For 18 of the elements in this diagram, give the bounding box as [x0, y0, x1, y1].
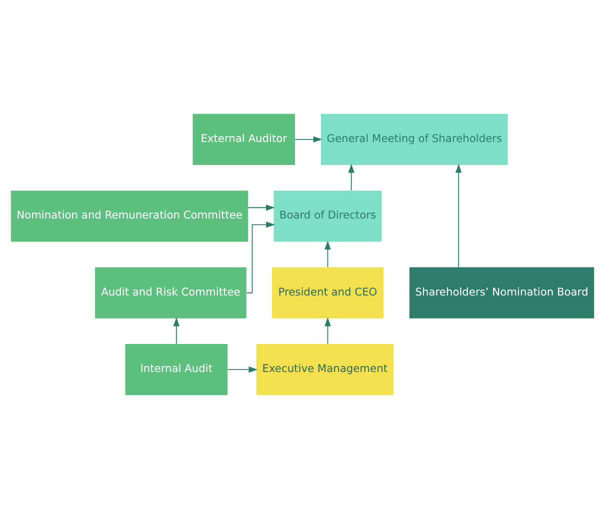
node-box: Internal Audit — [125, 344, 228, 396]
arrow — [324, 317, 331, 344]
arrow — [248, 204, 275, 211]
node-box: External Auditor — [192, 114, 296, 165]
node-box: President and CEO — [272, 267, 384, 318]
node-box: Nomination and Remuneration Committee — [10, 190, 248, 242]
arrow — [294, 136, 322, 143]
node-box: Audit and Risk Committee — [95, 267, 246, 318]
node-box: General Meeting of Shareholders — [320, 114, 508, 165]
arrow — [173, 317, 180, 344]
arrow — [324, 240, 331, 268]
node-box: Executive Management — [256, 344, 394, 396]
node-box: Shareholders’ Nomination Board — [409, 267, 594, 318]
arrow — [227, 366, 258, 373]
node-box: Board of Directors — [274, 190, 382, 242]
arrow — [246, 222, 276, 294]
arrow — [348, 164, 354, 191]
arrow — [455, 164, 462, 268]
